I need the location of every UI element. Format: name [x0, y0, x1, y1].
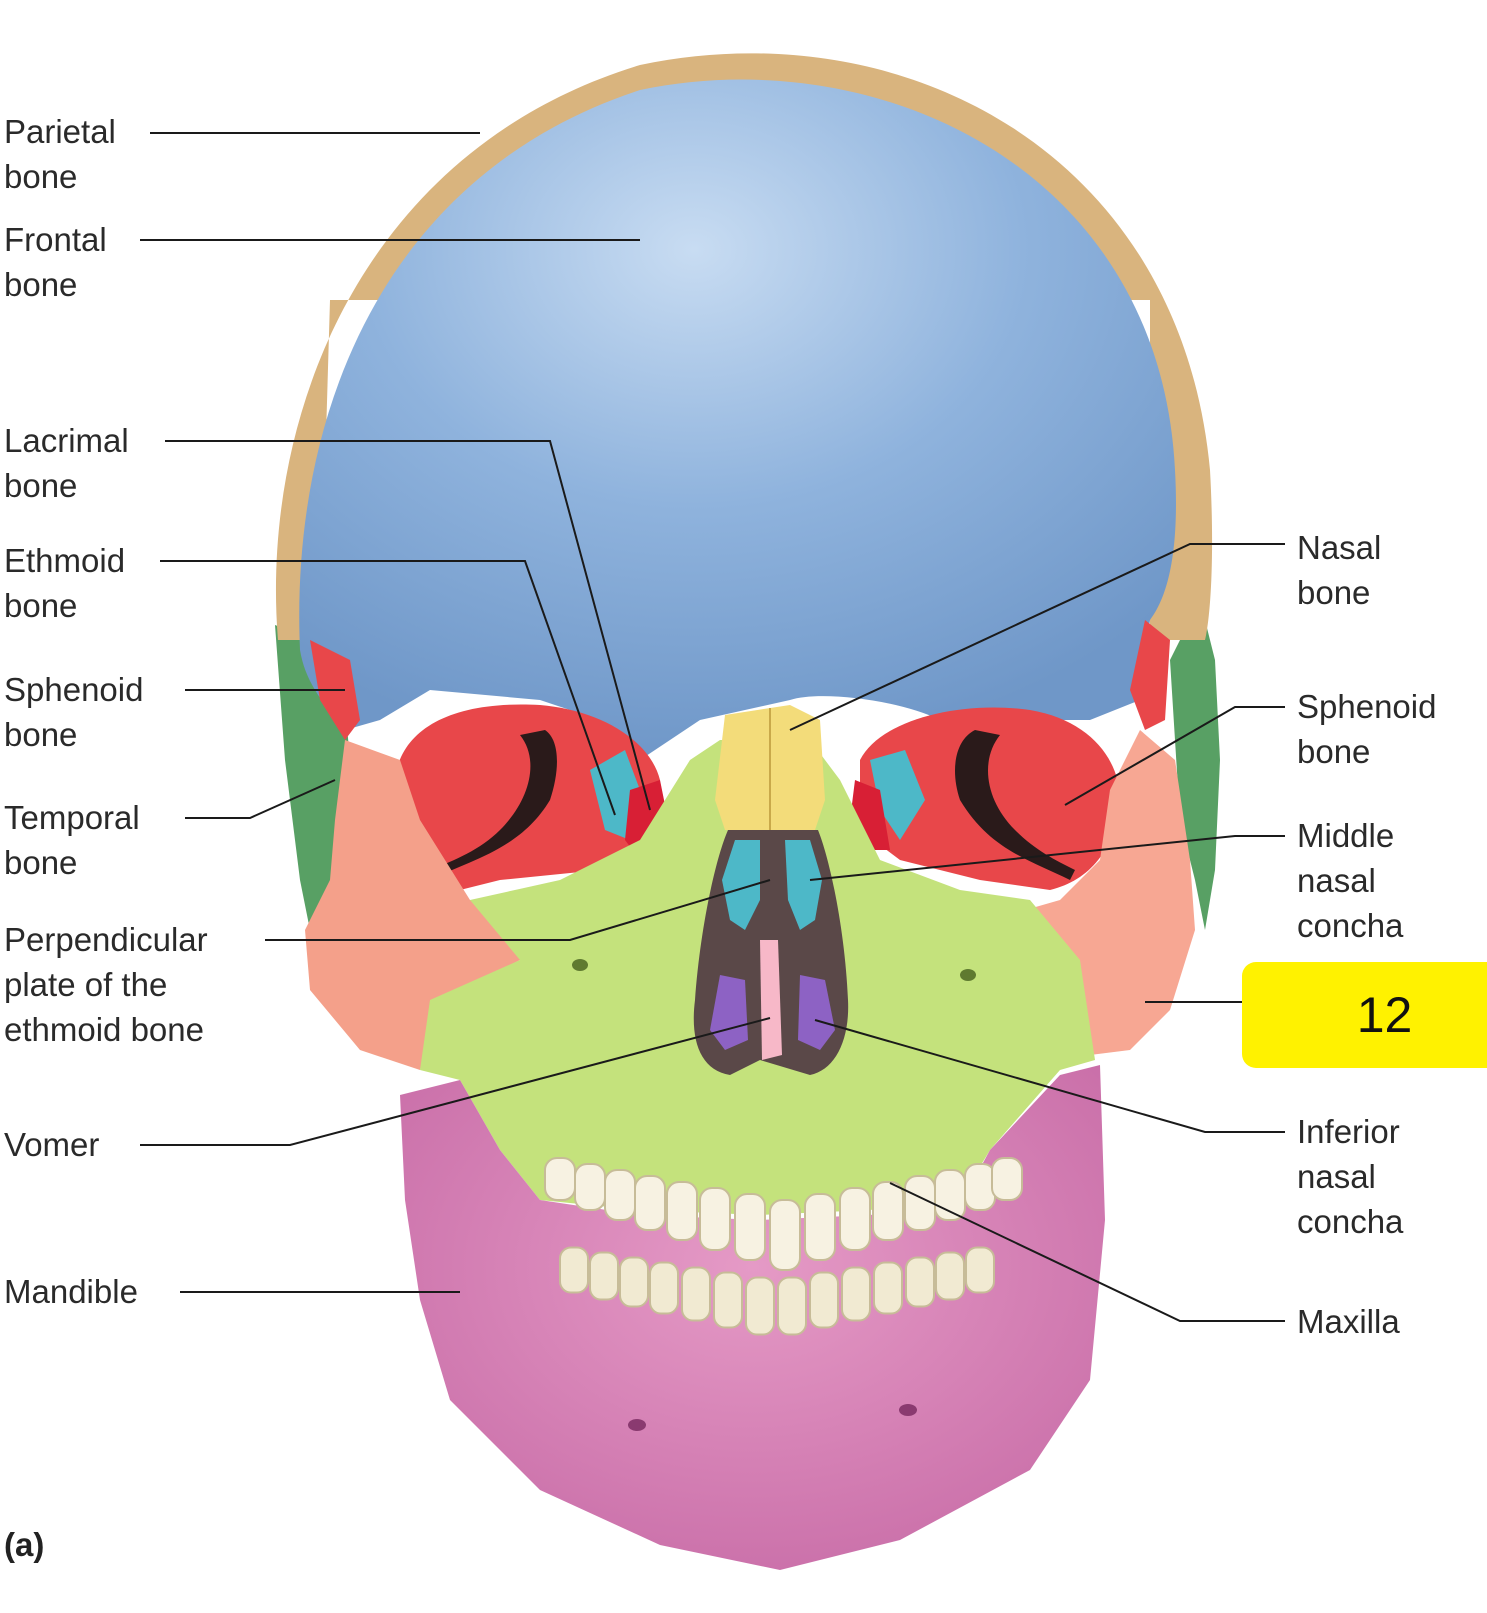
leader-lacrimal [165, 440, 651, 811]
leader-lines [140, 132, 1285, 1322]
lower-tooth [873, 1261, 903, 1315]
upper-tooth [991, 1157, 1023, 1201]
frontal-bone [299, 79, 1176, 760]
lower-tooth [713, 1271, 743, 1329]
upper-tooth [544, 1157, 576, 1201]
label-maxilla: Maxilla [1297, 1303, 1400, 1340]
temporal-zygomatic-left [305, 740, 540, 1070]
figure-label: (a) [4, 1526, 45, 1563]
upper-tooth [604, 1169, 636, 1221]
label-lacrimal-bone: Lacrimal bone [4, 422, 129, 504]
upper-tooth [964, 1163, 996, 1211]
orbit-fissure-right [955, 730, 1075, 880]
lower-tooth [905, 1256, 935, 1308]
label-nasal-bone: Nasal bone [1297, 529, 1382, 611]
leader-middle-concha [809, 835, 1285, 881]
upper-tooth [804, 1193, 836, 1261]
leader-inferior-concha [814, 1019, 1285, 1133]
lower-tooth [841, 1266, 871, 1322]
leader-perpendicular [265, 879, 771, 941]
lower-tooth [935, 1251, 965, 1301]
upper-tooth [699, 1187, 731, 1251]
label-sphenoid-bone-right: Sphenoid bone [1297, 688, 1437, 770]
label-parietal-bone: Parietal bone [4, 113, 116, 195]
label-middle-nasal-concha: Middle nasal concha [1297, 817, 1404, 944]
side-bone-right [1170, 600, 1220, 930]
lower-tooth [589, 1251, 619, 1301]
sphenoid-right-wing [1130, 620, 1170, 730]
lower-tooth [559, 1246, 589, 1294]
label-perpendicular-plate: Perpendicular plate of the ethmoid bone [4, 921, 208, 1048]
label-ethmoid-bone: Ethmoid bone [4, 542, 126, 624]
lower-tooth [965, 1246, 995, 1294]
upper-tooth [634, 1175, 666, 1231]
answer-box[interactable]: 12 [1242, 962, 1487, 1068]
leader-temporal [185, 779, 336, 819]
leader-nasal [789, 543, 1285, 731]
vomer-bone [760, 940, 782, 1060]
lower-tooth [681, 1266, 711, 1322]
leader-maxilla [889, 1182, 1285, 1322]
middle-concha-right [785, 840, 822, 930]
upper-tooth [769, 1199, 801, 1271]
label-vomer: Vomer [4, 1126, 100, 1163]
upper-teeth [544, 1157, 1023, 1271]
label-temporal-bone: Temporal bone [4, 799, 140, 881]
inferior-concha-right [798, 975, 835, 1050]
lower-teeth [559, 1246, 995, 1336]
upper-tooth [734, 1193, 766, 1261]
answer-box-number: 12 [1356, 987, 1413, 1043]
leader-vomer [140, 1017, 771, 1146]
lower-tooth [649, 1261, 679, 1315]
upper-tooth [666, 1181, 698, 1241]
label-inferior-nasal-concha: Inferior nasal concha [1297, 1113, 1404, 1240]
upper-tooth [574, 1163, 606, 1211]
upper-tooth [872, 1181, 904, 1241]
leader-sphenoid-right [1064, 706, 1285, 806]
leader-ethmoid [160, 560, 616, 816]
lower-tooth [619, 1256, 649, 1308]
ethmoid-orbit-right [870, 750, 925, 840]
label-sphenoid-bone-left: Sphenoid bone [4, 671, 144, 753]
label-frontal-bone: Frontal bone [4, 221, 107, 303]
label-mandible: Mandible [4, 1273, 138, 1310]
lower-tooth [777, 1276, 807, 1336]
lower-tooth [745, 1276, 775, 1336]
lower-tooth [809, 1271, 839, 1329]
upper-tooth [839, 1187, 871, 1251]
middle-concha-left [722, 840, 760, 930]
